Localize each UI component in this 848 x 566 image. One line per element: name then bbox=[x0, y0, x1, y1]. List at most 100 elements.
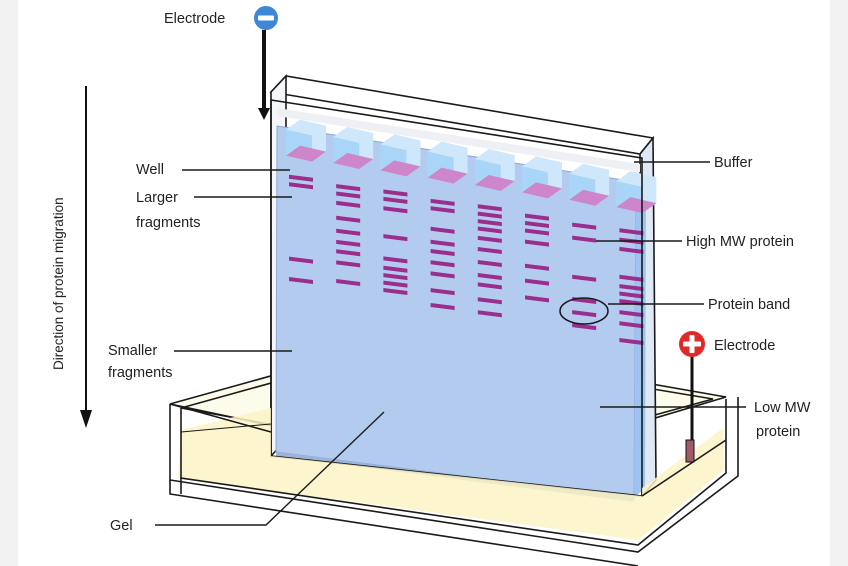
protein-band bbox=[383, 265, 408, 273]
negative-electrode-tip bbox=[258, 108, 270, 120]
high-mw-label: High MW protein bbox=[686, 234, 794, 250]
negative-electrode bbox=[254, 6, 278, 120]
well bbox=[333, 152, 374, 169]
direction-arrow: Direction of protein migration bbox=[51, 86, 92, 428]
protein-band bbox=[430, 206, 455, 214]
comb-tooth-top bbox=[522, 156, 562, 173]
comb-tooth-top bbox=[380, 134, 421, 151]
well bbox=[522, 182, 562, 199]
protein-band bbox=[572, 274, 597, 282]
well bbox=[474, 175, 515, 192]
protein-band bbox=[430, 288, 455, 296]
protein-band-label: Protein band bbox=[708, 297, 790, 313]
protein-band bbox=[477, 235, 502, 243]
tank-front-rim bbox=[169, 397, 739, 553]
tank-front-top-edge bbox=[169, 403, 272, 433]
protein-band bbox=[477, 219, 502, 227]
protein-band bbox=[525, 239, 549, 247]
tank-front-inner bbox=[180, 399, 727, 546]
protein-band bbox=[477, 310, 502, 318]
comb-teeth bbox=[286, 119, 657, 214]
protein-band bbox=[383, 196, 408, 204]
well bbox=[286, 145, 326, 162]
positive-electrode-plate bbox=[685, 439, 695, 463]
comb-tooth-top bbox=[616, 171, 657, 188]
protein-band bbox=[477, 297, 502, 305]
protein-band bbox=[619, 228, 644, 236]
protein-bands bbox=[289, 174, 644, 346]
protein-band bbox=[430, 260, 455, 268]
protein-band bbox=[572, 222, 597, 230]
leader-lines bbox=[155, 161, 746, 526]
buffer-tank-front bbox=[169, 397, 739, 566]
comb-tooth-top bbox=[427, 141, 468, 158]
protein-band bbox=[336, 200, 361, 208]
protein-band bbox=[336, 278, 361, 286]
well bbox=[569, 189, 610, 206]
gel-label: Gel bbox=[110, 518, 133, 534]
protein-band bbox=[336, 260, 361, 268]
protein-band bbox=[430, 302, 455, 310]
protein-band bbox=[430, 239, 455, 247]
tank-base bbox=[169, 480, 639, 566]
protein-band bbox=[383, 256, 408, 264]
protein-band bbox=[430, 271, 455, 279]
positive-electrode bbox=[679, 331, 705, 463]
protein-band bbox=[619, 284, 644, 292]
comb-tooth-top bbox=[333, 126, 374, 143]
protein-band bbox=[477, 211, 502, 219]
protein-band bbox=[383, 206, 408, 214]
protein-band bbox=[336, 228, 361, 236]
protein-band bbox=[430, 249, 455, 257]
protein-band bbox=[572, 323, 597, 331]
protein-band bbox=[289, 256, 313, 264]
protein-band bbox=[383, 273, 408, 281]
low-mw-label-2: protein bbox=[756, 424, 800, 440]
protein-band bbox=[477, 273, 502, 281]
protein-band bbox=[383, 234, 408, 242]
protein-band bbox=[336, 191, 361, 199]
protein-band bbox=[477, 246, 502, 254]
protein-band bbox=[525, 221, 549, 229]
labels: Electrode Well Larger fragments Smaller … bbox=[108, 11, 811, 534]
buffer-gap bbox=[277, 108, 640, 172]
smaller-fragments-label-1: Smaller bbox=[108, 343, 157, 359]
protein-band bbox=[619, 310, 644, 318]
protein-band bbox=[525, 228, 549, 236]
electrode-top-label: Electrode bbox=[164, 11, 225, 27]
protein-band bbox=[619, 321, 644, 329]
protein-band bbox=[572, 310, 597, 318]
gel-leader bbox=[155, 411, 385, 526]
protein-band bbox=[430, 198, 455, 206]
comb-tooth-top bbox=[569, 163, 610, 180]
protein-band bbox=[619, 338, 644, 346]
electrode-right-label: Electrode bbox=[714, 338, 775, 354]
protein-band bbox=[336, 239, 361, 247]
well bbox=[616, 197, 657, 214]
comb-tooth-top bbox=[474, 149, 515, 166]
protein-band bbox=[619, 291, 644, 299]
protein-band bbox=[477, 204, 502, 212]
gel-electrophoresis-diagram: Direction of protein migration Electrode… bbox=[51, 6, 811, 566]
protein-band bbox=[336, 184, 361, 192]
direction-arrow-head bbox=[80, 410, 92, 428]
protein-band bbox=[525, 213, 549, 221]
protein-band bbox=[289, 182, 313, 190]
tank-front-top-edge-2 bbox=[641, 439, 727, 497]
protein-band bbox=[383, 280, 408, 288]
well bbox=[427, 167, 468, 184]
protein-band bbox=[383, 189, 408, 197]
protein-band bbox=[430, 226, 455, 234]
protein-band bbox=[477, 226, 502, 234]
larger-fragments-label-1: Larger bbox=[136, 190, 178, 206]
protein-band bbox=[477, 282, 502, 290]
minus-sign bbox=[258, 15, 274, 21]
protein-band bbox=[525, 295, 549, 303]
protein-band bbox=[619, 274, 644, 282]
protein-band bbox=[525, 278, 549, 286]
protein-band bbox=[525, 263, 549, 271]
well bbox=[380, 160, 421, 177]
protein-band bbox=[336, 215, 361, 223]
buffer-label: Buffer bbox=[714, 155, 753, 171]
plus-sign-v bbox=[689, 335, 695, 353]
